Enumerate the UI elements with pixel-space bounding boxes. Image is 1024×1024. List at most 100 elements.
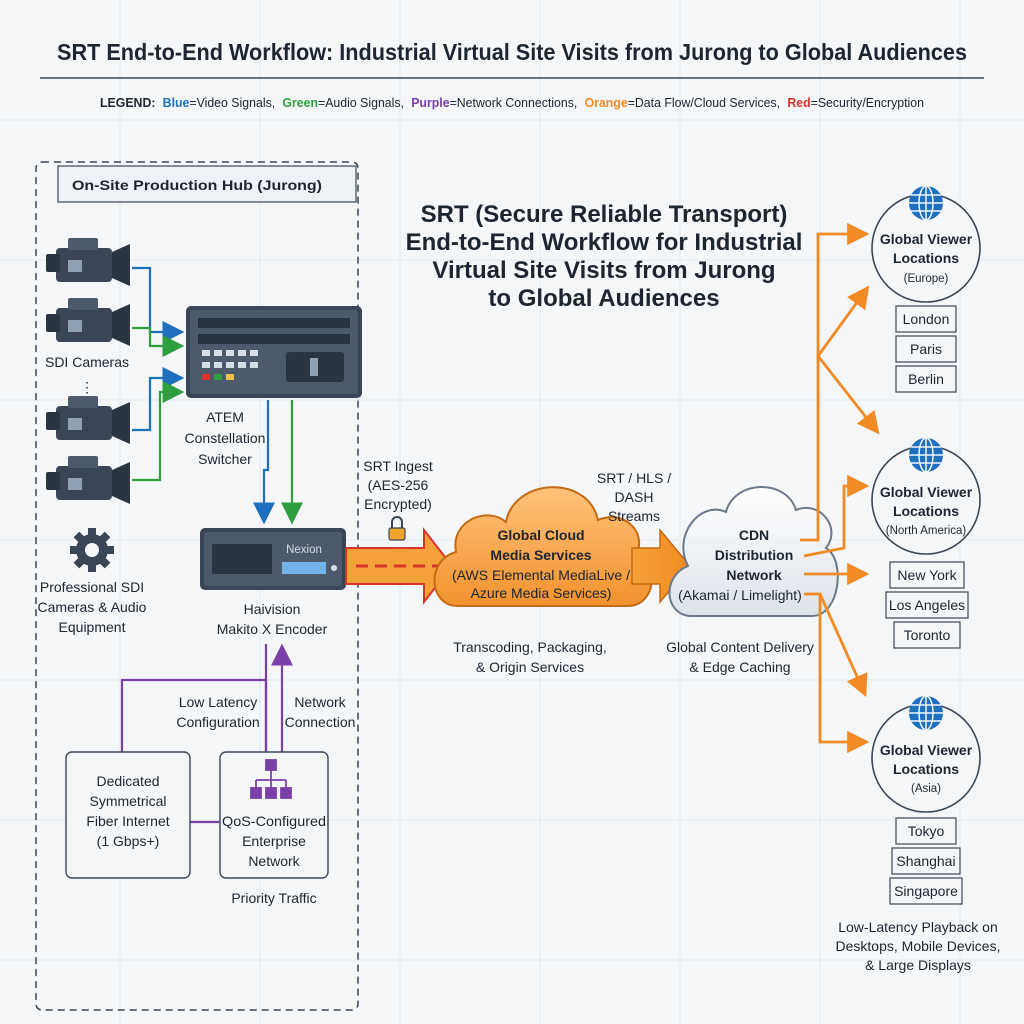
asia-city-3: Singapore [894, 883, 958, 899]
streams-label-1: SRT / HLS / [597, 470, 671, 486]
qos-box [219, 751, 329, 879]
europe-region-label: (Europe) [904, 273, 949, 285]
europe-city-3: Berlin [908, 371, 944, 387]
hub-title-box [57, 165, 357, 203]
lock-icon [388, 516, 406, 541]
asia-city-list [889, 817, 963, 905]
gear-icon [70, 528, 114, 572]
camera-signals [132, 266, 185, 482]
atem-switcher [186, 306, 362, 398]
network-connection-label-1: Network [294, 694, 346, 710]
cdn-title-3: Network [726, 567, 781, 583]
legend-purple-name: Purple [411, 95, 449, 110]
switcher-label-1: ATEM [206, 409, 244, 425]
qos-label-1: QoS-Configured [222, 813, 326, 829]
fiber-box [65, 751, 191, 879]
heading-line-3: Virtual Site Visits from Jurong [432, 257, 775, 284]
heading-line-2: End-to-End Workflow for Industrial [406, 229, 803, 256]
ingest-label-1: SRT Ingest [363, 458, 433, 474]
legend-orange-name: Orange [585, 95, 628, 110]
playback-line-3: & Large Displays [865, 957, 971, 973]
legend-orange-meaning: =Data Flow/Cloud Services, [628, 95, 780, 110]
low-latency-label-2: Configuration [176, 714, 259, 730]
legend-blue-name: Blue [163, 95, 190, 110]
cdn-cloud [668, 486, 839, 617]
priority-traffic-label: Priority Traffic [231, 890, 316, 906]
playback-line-1: Low-Latency Playback on [838, 919, 998, 935]
legend-red-meaning: =Security/Encryption [811, 95, 924, 110]
cloud-title-2: Media Services [490, 547, 591, 563]
europe-title-2: Locations [893, 250, 959, 266]
cdn-caption-1: Global Content Delivery [666, 639, 814, 655]
ingest-label-3: Encrypted) [364, 496, 432, 512]
north-america-title-1: Global Viewer [880, 484, 973, 500]
fiber-label-4: (1 Gbps+) [97, 833, 160, 849]
makito-encoder [200, 528, 346, 590]
diagram-title: SRT End-to-End Workflow: Industrial Virt… [57, 39, 967, 65]
north-america-region-label: (North America) [886, 525, 967, 537]
camera-icon [46, 456, 130, 504]
asia-title-1: Global Viewer [880, 742, 973, 758]
globe-icon [909, 185, 943, 221]
encoder-brand: Nexion [286, 544, 322, 556]
cdn-title-1: CDN [739, 527, 769, 543]
switcher-label-3: Switcher [198, 451, 252, 467]
equipment-label-1: Professional SDI [40, 579, 144, 595]
asia-region-label: (Asia) [911, 783, 941, 795]
legend-red-name: Red [787, 95, 810, 110]
cdn-title-2: Distribution [715, 547, 794, 563]
north-america-title-2: Locations [893, 503, 959, 519]
camera-icon [46, 396, 130, 444]
asia-city-1: Tokyo [908, 823, 945, 839]
hub-title: On-Site Production Hub (Jurong) [72, 177, 322, 193]
cameras-label: SDI Cameras [45, 354, 129, 370]
asia-city-2: Shanghai [896, 853, 955, 869]
cloud-sub-2: Azure Media Services) [471, 585, 612, 601]
north-america-city-1: New York [897, 567, 957, 583]
equipment-label-2: Cameras & Audio [38, 599, 147, 615]
streams-label-2: DASH [615, 489, 654, 505]
europe-city-2: Paris [910, 341, 942, 357]
streams-label-3: Streams [608, 508, 660, 524]
cloud-title-1: Global Cloud [497, 527, 584, 543]
cdn-sub: (Akamai / Limelight) [678, 587, 802, 603]
legend-prefix: LEGEND: [100, 95, 155, 110]
globe-icon [909, 695, 943, 731]
encoder-label-1: Haivision [244, 601, 301, 617]
network-links [120, 643, 293, 824]
low-latency-label-1: Low Latency [179, 694, 258, 710]
north-america-city-2: Los Angeles [889, 597, 965, 613]
cameras-ellipsis: ⋮ [80, 379, 94, 395]
switcher-label-2: Constellation [185, 430, 266, 446]
ingest-label-2: (AES-256 [368, 477, 429, 493]
fiber-label-1: Dedicated [96, 773, 159, 789]
north-america-city-3: Toronto [904, 627, 951, 643]
legend: LEGEND: Blue=Video Signals, Green=Audio … [100, 95, 924, 110]
heading-line-4: to Global Audiences [488, 285, 719, 312]
heading-line-1: SRT (Secure Reliable Transport) [421, 201, 788, 228]
switcher-to-encoder-signals [253, 400, 303, 525]
playback-line-2: Desktops, Mobile Devices, [836, 938, 1001, 954]
equipment-label-3: Equipment [59, 619, 126, 635]
asia-title-2: Locations [893, 761, 959, 777]
network-connection-label-2: Connection [285, 714, 356, 730]
camera-group [46, 238, 130, 504]
qos-label-3: Network [248, 853, 300, 869]
cloud-caption-2: & Origin Services [476, 659, 584, 675]
encoder-label-2: Makito X Encoder [217, 621, 328, 637]
legend-green-name: Green [282, 95, 318, 110]
europe-city-1: London [903, 311, 950, 327]
legend-purple-meaning: =Network Connections, [450, 95, 578, 110]
europe-title-1: Global Viewer [880, 231, 973, 247]
cloud-sub-1: (AWS Elemental MediaLive / [452, 567, 630, 583]
hub-container [35, 161, 359, 1011]
qos-label-2: Enterprise [242, 833, 306, 849]
fiber-label-2: Symmetrical [89, 793, 166, 809]
camera-icon [46, 238, 130, 286]
distribution-arrows [800, 222, 880, 754]
network-icon [250, 759, 292, 799]
north-america-city-list [885, 561, 969, 649]
globe-icon [909, 437, 943, 473]
cdn-caption-2: & Edge Caching [689, 659, 790, 675]
